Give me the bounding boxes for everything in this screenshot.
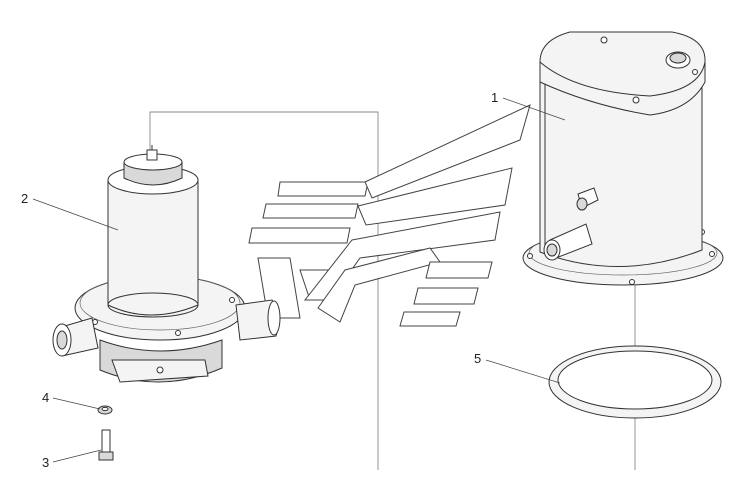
callout-2: 2 (21, 191, 28, 206)
callout-1: 1 (491, 90, 498, 105)
part-2-filter-unit (52, 145, 281, 383)
part-4-washer (97, 405, 113, 415)
part-5-gasket-ring (548, 345, 722, 419)
leader-lines (32, 97, 566, 463)
callout-3: 3 (42, 455, 49, 470)
part-3-bolt (98, 429, 114, 461)
watermark-logo (248, 104, 531, 327)
callout-5: 5 (474, 351, 481, 366)
callout-4: 4 (42, 390, 49, 405)
part-1-tank-housing (522, 31, 724, 286)
